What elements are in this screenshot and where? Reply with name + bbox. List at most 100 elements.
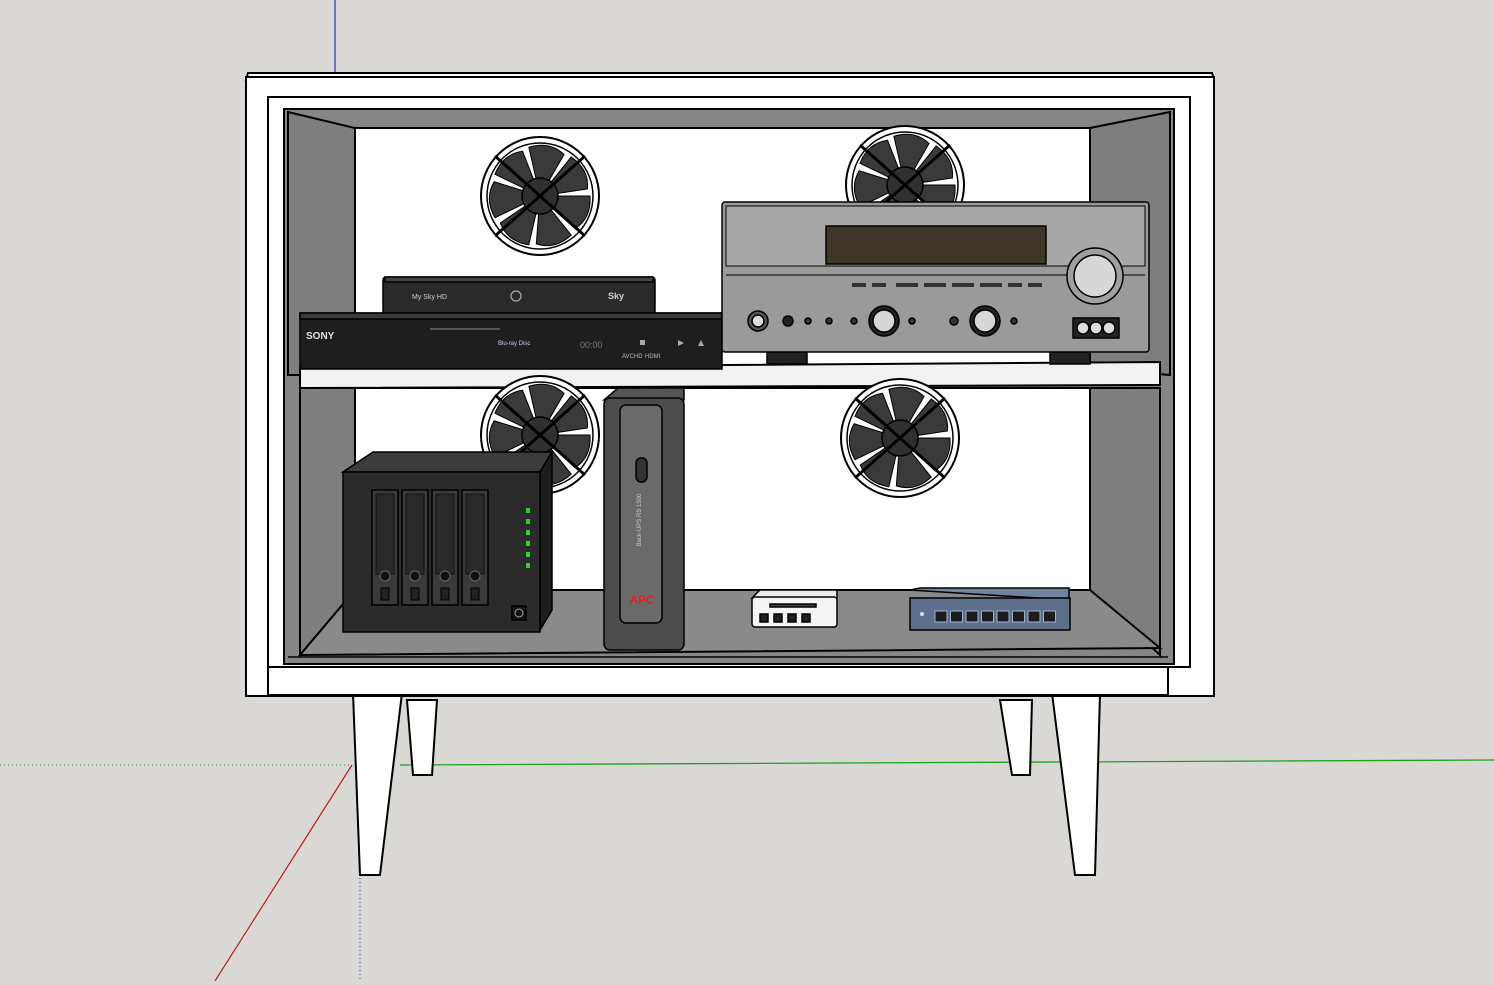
switch-port[interactable]: [934, 610, 948, 623]
av-receiver[interactable]: [721, 201, 1150, 365]
receiver-button[interactable]: [980, 283, 1002, 287]
receiver-button[interactable]: [952, 283, 974, 287]
receiver-button[interactable]: [872, 283, 886, 287]
bluray-format-logo: Blu-ray Disc: [498, 341, 530, 347]
fan-blade: [854, 392, 895, 432]
bluray-top-bevel: [299, 312, 723, 320]
leg-front-right[interactable]: [1050, 692, 1102, 876]
fan-blade: [535, 207, 572, 247]
nas-power-button[interactable]: [511, 605, 527, 621]
bluray-stop-button-icon: [640, 340, 645, 345]
fan-strut: [494, 393, 586, 477]
hub-port[interactable]: [759, 613, 769, 623]
nas-led: [526, 530, 530, 535]
switch-port[interactable]: [1027, 610, 1041, 623]
nas-top: [340, 451, 554, 473]
receiver-small-button[interactable]: [908, 317, 916, 325]
ups-power-button[interactable]: [635, 457, 648, 483]
ups-model-label: Back-UPS RS 1500: [637, 493, 643, 546]
hub-port[interactable]: [773, 613, 783, 623]
receiver-small-button[interactable]: [850, 317, 858, 325]
hub-port[interactable]: [787, 613, 797, 623]
fan-icon: [840, 378, 960, 498]
fan-blade: [893, 133, 930, 172]
fan-blade: [914, 145, 954, 184]
receiver-small-button[interactable]: [825, 317, 833, 325]
sky-set-top-box[interactable]: My Sky HD Sky: [382, 276, 656, 315]
fan-blade: [909, 398, 949, 437]
fan-blade: [848, 423, 887, 461]
right-side-panel-lower: [1089, 387, 1161, 658]
leg-back-left[interactable]: [405, 699, 439, 776]
nas-drive-bay[interactable]: [431, 489, 459, 606]
network-hub[interactable]: [750, 589, 838, 628]
fan-blade: [888, 386, 925, 425]
switch-led: [920, 612, 924, 616]
apc-ups[interactable]: Back-UPS RS 1500 APC: [601, 387, 685, 651]
sky-power-icon: [510, 290, 522, 302]
receiver-rca-jack: [1089, 321, 1103, 335]
sky-brand-label: Sky: [608, 291, 624, 301]
nas-drive-bay[interactable]: [401, 489, 429, 606]
fan-blade: [494, 389, 535, 429]
receiver-button[interactable]: [924, 283, 946, 287]
switch-port[interactable]: [950, 610, 963, 623]
bluray-display: 00:00: [580, 340, 603, 350]
nas-drive-bay[interactable]: [461, 489, 489, 606]
nas-drive-bay[interactable]: [371, 489, 399, 606]
switch-port[interactable]: [1012, 610, 1025, 623]
fan-blade: [549, 156, 589, 195]
fan-blade: [895, 449, 932, 489]
sky-model-label: My Sky HD: [412, 294, 447, 301]
switch-port[interactable]: [965, 610, 979, 623]
switch-port[interactable]: [996, 610, 1010, 623]
nas-status-leds: [526, 508, 530, 568]
nas-side: [539, 449, 553, 633]
fan-blade: [528, 383, 565, 422]
receiver-tone-knob-cap: [872, 309, 896, 333]
receiver-button[interactable]: [852, 283, 866, 287]
receiver-selector-buttons[interactable]: [852, 283, 1042, 287]
switch-ports[interactable]: [920, 610, 1056, 623]
leg-back-right[interactable]: [998, 699, 1034, 776]
receiver-button[interactable]: [1028, 283, 1042, 287]
hub-port[interactable]: [801, 613, 811, 623]
fan-blade: [549, 395, 589, 434]
green-axis: [399, 759, 1494, 766]
switch-port[interactable]: [981, 610, 994, 623]
hub-indicator: [769, 603, 817, 608]
switch-port[interactable]: [1043, 610, 1056, 623]
receiver-button[interactable]: [1008, 283, 1022, 287]
nas-led: [526, 552, 530, 557]
receiver-small-button[interactable]: [949, 316, 959, 326]
bluray-play-button-icon: [678, 340, 684, 346]
power-icon: [514, 608, 524, 618]
sky-box-top: [384, 276, 654, 283]
bluray-brand-label: SONY: [306, 331, 335, 342]
nas-led: [526, 508, 530, 513]
receiver-input-knob-cap: [973, 309, 997, 333]
bluray-disc-slot: [430, 328, 500, 330]
fan-strut: [494, 154, 586, 238]
receiver-button[interactable]: [896, 283, 918, 287]
nas-drive-bays[interactable]: [371, 489, 489, 606]
receiver-phones-jack[interactable]: [782, 315, 794, 327]
receiver-power-button-cap: [751, 314, 765, 328]
ethernet-switch[interactable]: [909, 587, 1071, 631]
fan-blade: [859, 139, 900, 179]
receiver-small-button[interactable]: [804, 317, 812, 325]
sony-bluray-player[interactable]: SONY Blu-ray Disc 00:00 AVCHD HDMI: [299, 312, 723, 370]
nas-enclosure[interactable]: [340, 449, 554, 633]
bluray-avchd-badge: AVCHD: [622, 354, 643, 360]
fan-blade: [528, 144, 565, 183]
receiver-small-button[interactable]: [1010, 317, 1018, 325]
leg-front-left[interactable]: [351, 692, 404, 876]
receiver-rca-jack: [1102, 321, 1116, 335]
cabinet-legs[interactable]: [351, 692, 1102, 876]
receiver-display: [825, 225, 1047, 265]
cooling-fans: [480, 125, 965, 498]
fan-blade: [499, 204, 538, 246]
